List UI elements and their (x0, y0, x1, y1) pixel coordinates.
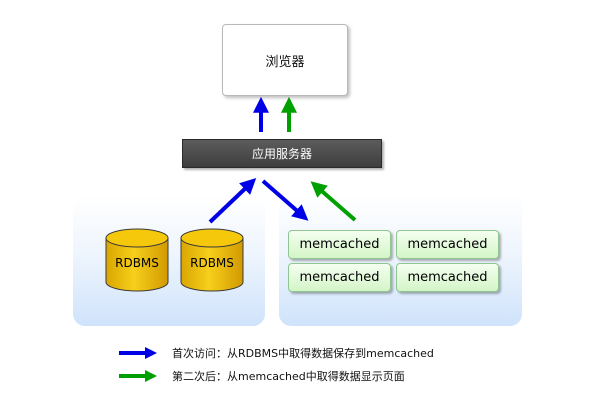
app-server-label: 应用服务器 (251, 147, 312, 161)
rdbms-node-2: RDBMS (179, 228, 245, 294)
legend-item-subsequent-access: 第二次后：从memcached中取得数据显示页面 (118, 369, 405, 383)
memcached-label-2: memcached (407, 237, 488, 252)
memcached-label-1: memcached (299, 237, 380, 252)
memcached-label-4: memcached (407, 270, 488, 285)
rdbms-label-1: RDBMS (115, 256, 159, 270)
browser-node: 浏览器 (222, 24, 348, 96)
green-arrow-icon (119, 370, 157, 382)
database-cylinder-icon (105, 228, 169, 292)
blue-arrow-db-to-app (208, 178, 257, 224)
green-arrow-memcached-to-app (310, 181, 357, 222)
rdbms-node-1: RDBMS (104, 228, 170, 294)
memcached-node-2: memcached (396, 230, 499, 259)
memcached-node-4: memcached (396, 263, 499, 292)
blue-arrow-app-to-memcached (261, 179, 309, 221)
memcached-panel (279, 195, 522, 326)
legend-text-first-access: 首次访问：从RDBMS中取得数据保存到memcached (172, 347, 434, 360)
browser-label: 浏览器 (265, 54, 305, 70)
memcached-label-3: memcached (299, 270, 380, 285)
rdbms-label-2: RDBMS (190, 256, 234, 270)
blue-arrow-icon (119, 347, 157, 359)
legend-item-first-access: 首次访问：从RDBMS中取得数据保存到memcached (118, 346, 434, 360)
memcached-node-3: memcached (288, 263, 391, 292)
app-server-node: 应用服务器 (182, 139, 382, 168)
database-cylinder-icon (180, 228, 244, 292)
memcached-node-1: memcached (288, 230, 391, 259)
legend-text-subsequent-access: 第二次后：从memcached中取得数据显示页面 (172, 370, 405, 383)
